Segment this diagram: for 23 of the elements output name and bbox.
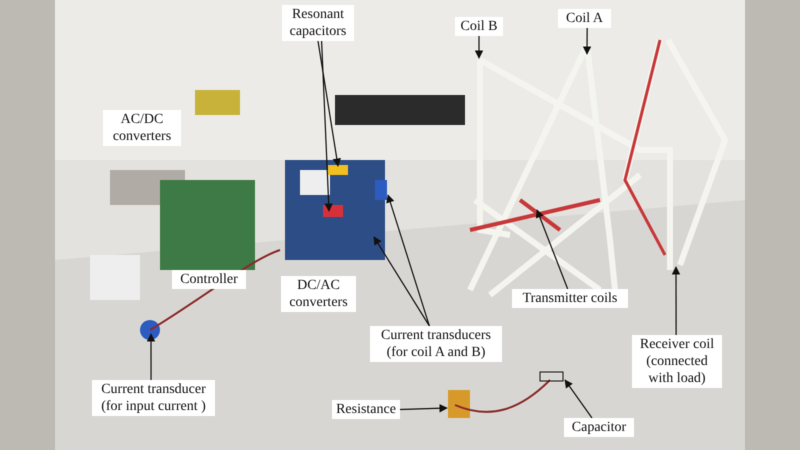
callout-label: Current transducer (for input current ) — [92, 380, 215, 416]
leader-line — [672, 266, 680, 335]
callout-label: Capacitor — [564, 418, 634, 437]
leader-line — [374, 236, 430, 326]
callout-label: Controller — [172, 270, 246, 289]
leader-line — [386, 194, 430, 326]
leader-line — [317, 40, 341, 167]
callout-label: DC/AC converters — [281, 276, 356, 312]
leader-line — [564, 379, 592, 418]
callout-label: AC/DC converters — [103, 110, 181, 146]
callout-label: Receiver coil (connected with load) — [632, 335, 722, 388]
leader-line — [536, 209, 568, 290]
callout-label: Resonant capacitors — [282, 5, 354, 41]
leader-line — [400, 404, 448, 412]
callout-label: Resistance — [332, 400, 400, 419]
callout-label: Transmitter coils — [512, 289, 628, 308]
leader-line — [146, 333, 156, 380]
leader-line — [474, 36, 484, 59]
leader-line — [582, 28, 592, 55]
callout-label: Coil B — [455, 17, 503, 36]
leader-line — [321, 40, 333, 212]
callout-label: Coil A — [558, 9, 611, 28]
callout-label: Current transducers (for coil A and B) — [370, 326, 502, 362]
